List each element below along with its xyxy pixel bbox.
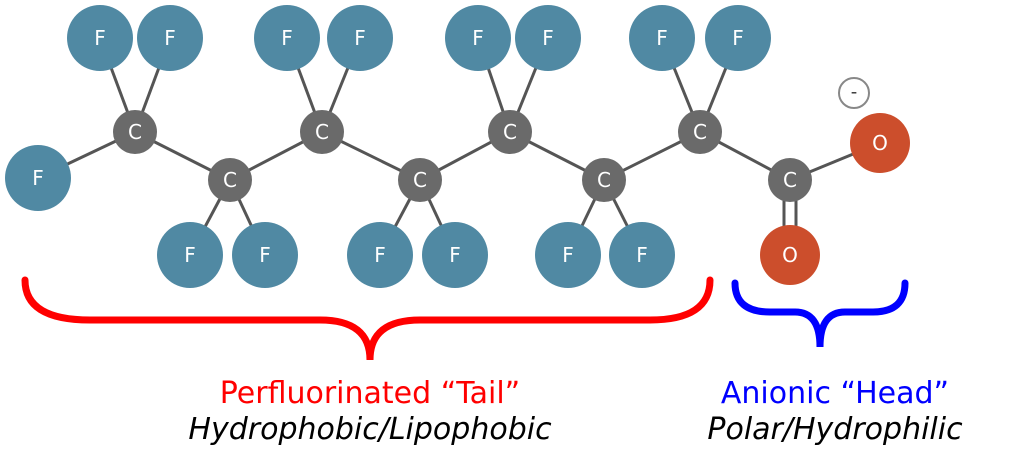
carbon-atom: C xyxy=(768,158,812,202)
fluorine-atom-label: F xyxy=(732,26,744,50)
carbon-atom-circle xyxy=(398,158,442,202)
charge-ring xyxy=(838,77,870,109)
fluorine-atom-label: F xyxy=(32,166,44,190)
head-subtitle: Polar/Hydrophilic xyxy=(707,412,963,447)
fluorine-atom: F xyxy=(327,5,393,71)
oxygen-atom-circle xyxy=(850,113,910,173)
fluorine-atom: F xyxy=(157,222,223,288)
carbon-atom-circle xyxy=(208,158,252,202)
braces xyxy=(21,276,909,361)
carbon-atom: C xyxy=(398,158,442,202)
fluorine-atom: F xyxy=(5,145,71,211)
carbon-atom-label: C xyxy=(597,168,611,192)
carbon-atom-circle xyxy=(582,158,626,202)
tail-subtitle: Hydrophobic/Lipophobic xyxy=(188,412,552,447)
carbon-atom-label: C xyxy=(503,120,517,144)
carbon-atom-circle xyxy=(488,110,532,154)
tail-brace xyxy=(21,276,714,361)
head-caption: Anionic “Head” Polar/Hydrophilic xyxy=(675,376,995,448)
oxygen-atom-label: O xyxy=(782,243,798,267)
atoms: F F F F F F F F F F F F F F F C C C C C C C C O O - xyxy=(5,5,910,288)
fluorine-atom-label: F xyxy=(656,26,668,50)
fluorine-atom: F xyxy=(535,222,601,288)
fluorine-atom-circle xyxy=(347,222,413,288)
carbon-atom-circle xyxy=(678,110,722,154)
fluorine-atom: F xyxy=(445,5,511,71)
fluorine-atom: F xyxy=(515,5,581,71)
carbon-atom: C xyxy=(208,158,252,202)
fluorine-atom: F xyxy=(254,5,320,71)
fluorine-atom: F xyxy=(232,222,298,288)
fluorine-atom: F xyxy=(705,5,771,71)
fluorine-atom-label: F xyxy=(542,26,554,50)
head-brace xyxy=(731,279,909,348)
fluorine-atom-circle xyxy=(609,222,675,288)
fluorine-atom-label: F xyxy=(354,26,366,50)
fluorine-atom-circle xyxy=(535,222,601,288)
fluorine-atom: F xyxy=(609,222,675,288)
carbon-atom-label: C xyxy=(693,120,707,144)
fluorine-atom-circle xyxy=(515,5,581,71)
fluorine-atom-circle xyxy=(137,5,203,71)
carbon-atom: C xyxy=(113,110,157,154)
fluorine-atom-circle xyxy=(254,5,320,71)
fluorine-atom-circle xyxy=(157,222,223,288)
fluorine-atom-circle xyxy=(629,5,695,71)
fluorine-atom-label: F xyxy=(374,243,386,267)
oxygen-atom-circle xyxy=(760,225,820,285)
fluorine-atom-label: F xyxy=(472,26,484,50)
fluorine-atom-label: F xyxy=(184,243,196,267)
fluorine-atom: F xyxy=(67,5,133,71)
fluorine-atom-label: F xyxy=(259,243,271,267)
fluorine-atom-circle xyxy=(422,222,488,288)
charge-sign: - xyxy=(851,82,858,103)
fluorine-atom: F xyxy=(347,222,413,288)
carbon-atom-label: C xyxy=(223,168,237,192)
fluorine-atom-label: F xyxy=(164,26,176,50)
fluorine-atom: F xyxy=(629,5,695,71)
negative-charge-marker: - xyxy=(838,77,870,109)
carbon-atom-label: C xyxy=(413,168,427,192)
fluorine-atom-circle xyxy=(445,5,511,71)
fluorine-atom-circle xyxy=(705,5,771,71)
fluorine-atom-label: F xyxy=(94,26,106,50)
tail-title: Perfluorinated “Tail” xyxy=(219,376,521,411)
carbon-atom-label: C xyxy=(128,120,142,144)
fluorine-atom-circle xyxy=(67,5,133,71)
carbon-atom: C xyxy=(678,110,722,154)
carbon-atom-circle xyxy=(300,110,344,154)
fluorine-atom-label: F xyxy=(636,243,648,267)
carbon-atom-circle xyxy=(113,110,157,154)
carbon-atom-label: C xyxy=(783,168,797,192)
head-title: Anionic “Head” xyxy=(720,376,950,411)
oxygen-atom: O xyxy=(760,225,820,285)
fluorine-atom-circle xyxy=(232,222,298,288)
fluorine-atom-label: F xyxy=(562,243,574,267)
carbon-atom: C xyxy=(488,110,532,154)
carbon-atom: C xyxy=(582,158,626,202)
carbon-atom-label: C xyxy=(315,120,329,144)
fluorine-atom-circle xyxy=(327,5,393,71)
fluorine-atom: F xyxy=(422,222,488,288)
carbon-atom: C xyxy=(300,110,344,154)
fluorine-atom: F xyxy=(137,5,203,71)
fluorine-atom-label: F xyxy=(281,26,293,50)
carbon-atom-circle xyxy=(768,158,812,202)
tail-caption: Perfluorinated “Tail” Hydrophobic/Lipoph… xyxy=(110,376,630,448)
oxygen-atom-label: O xyxy=(872,131,888,155)
oxygen-atom: O xyxy=(850,113,910,173)
fluorine-atom-label: F xyxy=(449,243,461,267)
fluorine-atom-circle xyxy=(5,145,71,211)
